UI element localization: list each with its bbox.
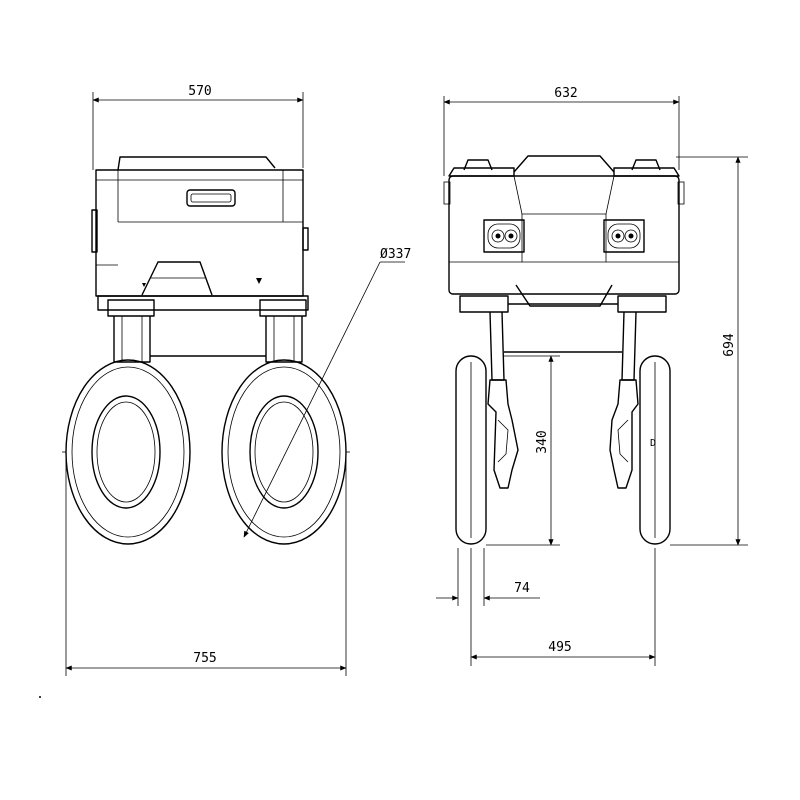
dim-74-label: 74 (514, 581, 530, 596)
side-right-base (617, 295, 667, 313)
front-top-cover (117, 156, 276, 171)
side-body (448, 175, 680, 295)
side-right-socket (603, 219, 645, 253)
side-center-top (513, 155, 615, 173)
front-right-mount (259, 299, 307, 317)
side-left-base (459, 295, 509, 313)
front-center-block (141, 261, 213, 296)
front-base-plate (97, 295, 309, 311)
front-view: 570 755 Ø337 (62, 84, 411, 676)
front-connector-slot (186, 189, 236, 207)
side-left-bracket (487, 379, 519, 489)
front-left-leg (113, 316, 151, 363)
side-left-wheel (455, 355, 487, 545)
svg-text:D: D (650, 438, 656, 449)
dim-340-label: 340 (535, 430, 550, 453)
side-left-knob (463, 159, 493, 171)
stray-dot (39, 696, 41, 698)
front-left-handle (91, 209, 98, 253)
front-right-leg (265, 316, 303, 363)
side-right-wheel (639, 355, 671, 545)
side-left-socket (483, 219, 525, 253)
dim-632-label: 632 (554, 86, 577, 101)
front-left-mount (107, 299, 155, 317)
side-right-bracket (609, 379, 639, 489)
dim-694-label: 694 (722, 333, 737, 357)
dim-755-label: 755 (193, 651, 216, 666)
side-right-strut (621, 311, 637, 381)
side-lower-bulge (515, 284, 613, 307)
front-left-wheel (62, 359, 191, 545)
dim-495-label: 495 (548, 640, 571, 655)
front-right-handle (302, 227, 309, 251)
dim-diameter-leader (243, 261, 381, 538)
dim-570-label: 570 (188, 84, 211, 99)
dim-diameter-label: Ø337 (380, 247, 411, 262)
side-view: D 632 694 340 74 495 (436, 86, 748, 666)
side-right-knob (631, 159, 661, 171)
front-body (95, 169, 304, 297)
front-marker-triangle (256, 278, 262, 284)
side-left-strut (489, 311, 505, 381)
